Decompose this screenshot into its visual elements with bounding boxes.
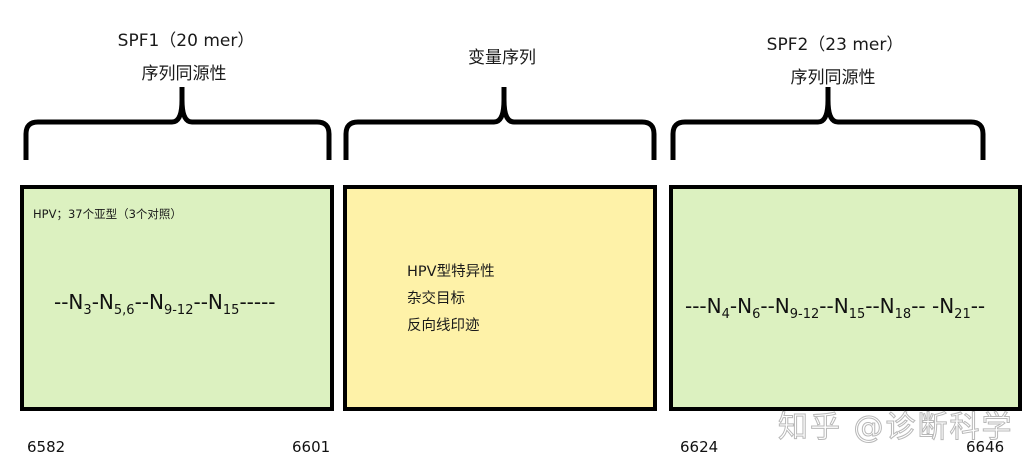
braces [23, 87, 986, 160]
variable-title: 变量序列 [468, 48, 536, 68]
variable-line-3: 反向线印迹 [407, 318, 480, 334]
spf2-title: SPF2（23 mer） [766, 35, 904, 55]
spf1-box: HPV；37个亚型（3个对照） --N3-N5,6--N9-12--N15---… [20, 185, 334, 411]
spf2-subtitle: 序列同源性 [790, 68, 876, 88]
spf1-start-position: 6582 [27, 438, 66, 456]
spf1-title: SPF1（20 mer） [117, 31, 255, 51]
variable-description: HPV型特异性 杂交目标 反向线印迹 [407, 259, 495, 340]
variable-line-2: 杂交目标 [407, 291, 465, 307]
brace-spf1 [23, 87, 332, 160]
spf1-end-position: 6601 [292, 438, 331, 456]
brace-spf2 [670, 87, 986, 160]
variable-line-1: HPV型特异性 [407, 264, 495, 280]
spf1-subtitle: 序列同源性 [141, 64, 227, 84]
variable-box: HPV型特异性 杂交目标 反向线印迹 [343, 185, 657, 411]
spf1-note: HPV；37个亚型（3个对照） [33, 207, 182, 221]
spf2-box: ---N4-N6--N9-12--N15--N18-- -N21-- [669, 185, 1022, 411]
spf1-sequence: --N3-N5,6--N9-12--N15----- [54, 290, 276, 318]
spf2-sequence: ---N4-N6--N9-12--N15--N18-- -N21-- [685, 294, 986, 322]
watermark: 知乎 @诊断科学 [778, 410, 1014, 446]
spf2-end-position: 6646 [966, 438, 1005, 456]
brace-variable [343, 87, 657, 160]
spf2-start-position: 6624 [680, 438, 719, 456]
